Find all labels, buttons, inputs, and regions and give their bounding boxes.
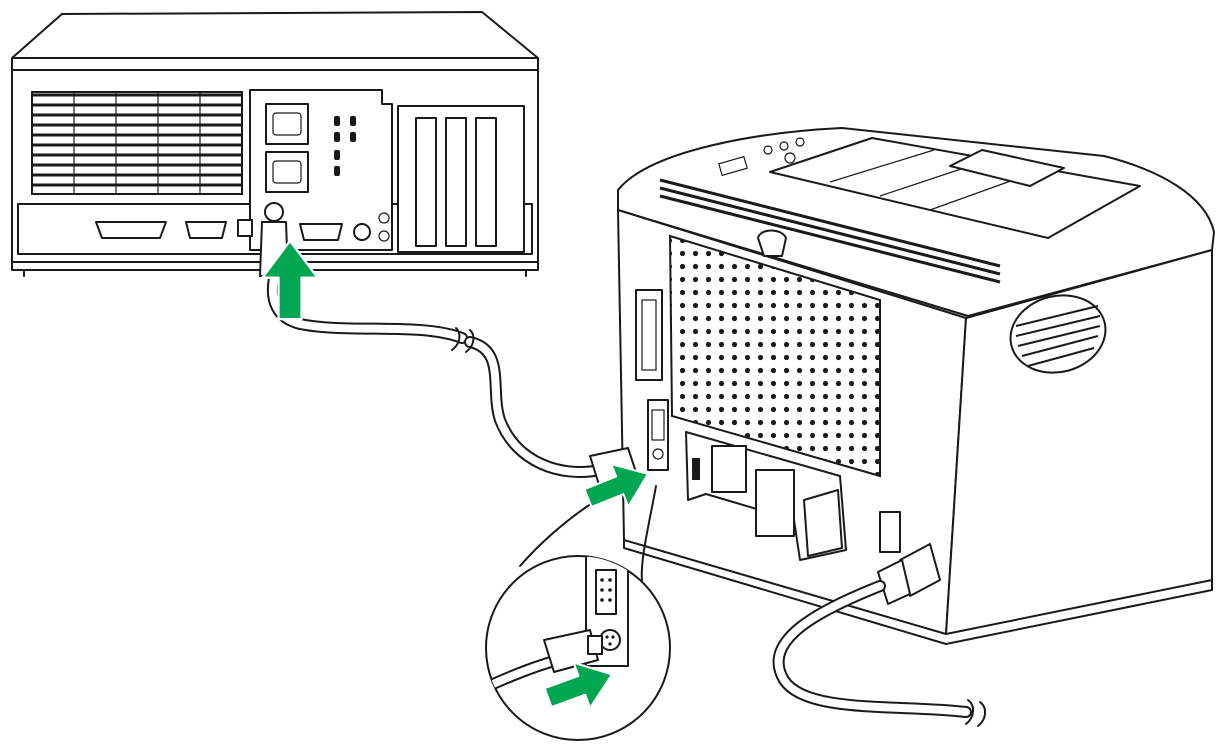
computer-top xyxy=(11,11,539,59)
audio-port xyxy=(353,223,371,241)
printer-output-tray xyxy=(769,137,1141,239)
serial-port-1 xyxy=(185,221,227,239)
mouse-port xyxy=(264,202,284,222)
cables xyxy=(266,272,986,727)
paper-stop xyxy=(949,149,1065,187)
rear-door-latch xyxy=(757,229,787,257)
arrow-computer-port xyxy=(261,239,319,321)
printer xyxy=(617,127,1215,645)
keyboard-port xyxy=(237,219,253,237)
printer-perforated-panel xyxy=(668,234,881,478)
printer-power-inlet xyxy=(879,511,901,553)
computer xyxy=(11,11,539,277)
arrow-inset-port xyxy=(543,661,613,709)
inset-serial-port xyxy=(595,569,617,615)
computer-vent-grille xyxy=(31,91,243,195)
arrows xyxy=(261,239,649,709)
serial-port-2 xyxy=(299,223,343,241)
zoom-inset xyxy=(485,480,671,741)
arrow-printer-port xyxy=(583,463,649,508)
inset-plug xyxy=(543,629,599,673)
parallel-port xyxy=(95,221,167,239)
control-panel-display xyxy=(718,155,748,177)
